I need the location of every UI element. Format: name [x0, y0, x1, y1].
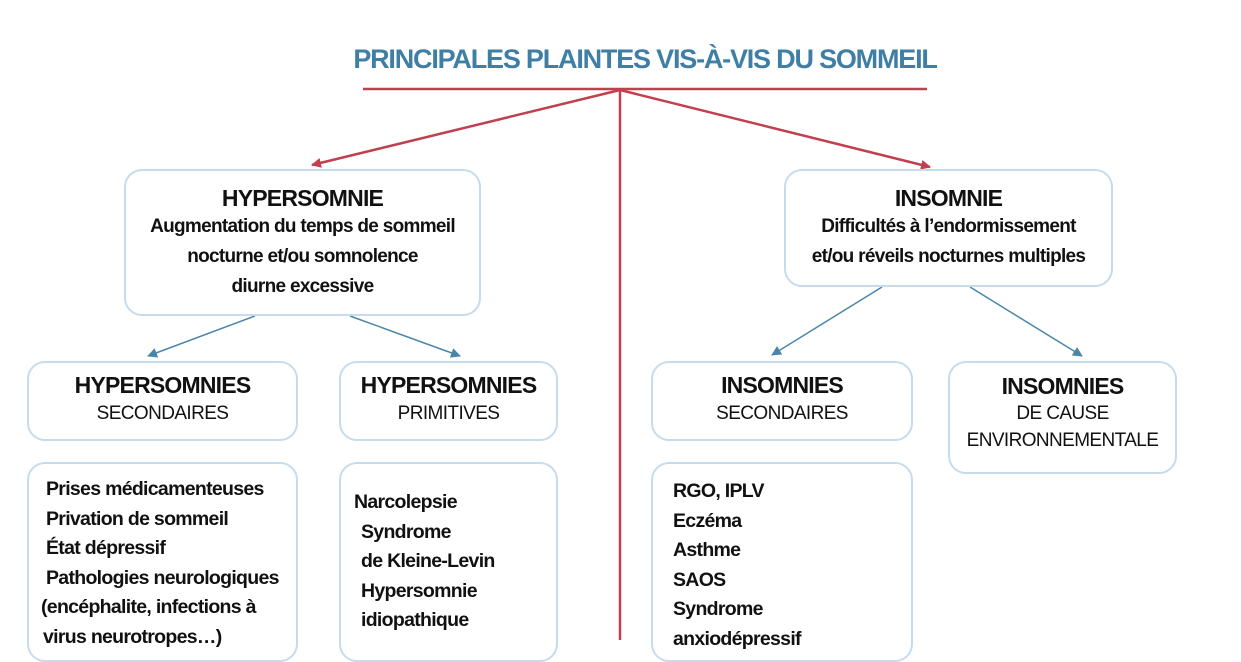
hypersomnies-primitives-list: Narcolepsie Syndrome de Kleine-Levin Hyp… — [339, 462, 558, 662]
insomnie-box: INSOMNIE Difficultés à l’endormissement … — [784, 169, 1113, 287]
subheading: PRIMITIVES — [397, 403, 500, 424]
subheading-2: ENVIRONNEMENTALE — [966, 430, 1159, 451]
list-item: État dépressif — [46, 537, 166, 559]
hypersomnie-desc-2: nocturne et/ou somnolence — [187, 246, 418, 267]
list-item: idiopathique — [361, 609, 469, 631]
hypersomnie-heading: HYPERSOMNIE — [221, 185, 384, 211]
list-item: Privation de sommeil — [46, 507, 229, 530]
hypersomnie-desc-3: diurne excessive — [231, 276, 375, 297]
heading: HYPERSOMNIES — [74, 372, 252, 398]
list-item: de Kleine-Levin — [361, 550, 495, 572]
list-item: (encéphalite, infections à — [41, 596, 256, 618]
list-item: Pathologies neurologiques — [46, 566, 279, 589]
subheading-1: DE CAUSE — [1016, 403, 1109, 424]
hypersomnie-desc-1: Augmentation du temps de sommeil — [150, 216, 456, 237]
heading: INSOMNIES — [1001, 373, 1125, 399]
arrow-to-hypersomnie — [311, 88, 621, 168]
hypersomnie-box: HYPERSOMNIE Augmentation du temps de som… — [124, 169, 481, 316]
diagram-title: PRINCIPALES PLAINTES VIS-À-VIS DU SOMMEI… — [353, 44, 938, 74]
insomnie-desc-2: et/ou réveils nocturnes multiples — [811, 246, 1086, 267]
list-item: Syndrome — [361, 520, 451, 543]
arrow-hyper-primitives — [349, 315, 461, 358]
arrow-insom-env — [969, 286, 1083, 357]
subheading: SECONDAIRES — [96, 403, 229, 424]
list-item: SAOS — [673, 568, 726, 591]
insomnies-secondaires-list: RGO, IPLV Eczéma Asthme SAOS Syndrome an… — [651, 462, 913, 662]
list-item: Eczéma — [673, 509, 742, 532]
list-item: virus neurotropes…) — [43, 625, 222, 648]
subheading: SECONDAIRES — [716, 403, 848, 424]
arrow-hyper-secondaires — [147, 315, 256, 358]
insomnie-desc-1: Difficultés à l’endormissement — [821, 216, 1076, 237]
arrow-insom-secondaires — [771, 286, 883, 356]
hypersomnies-secondaires-box: HYPERSOMNIES SECONDAIRES — [27, 361, 298, 441]
heading: HYPERSOMNIES — [360, 372, 538, 398]
list-item: anxiodépressif — [673, 627, 802, 650]
list-item: Syndrome — [673, 598, 763, 620]
connector-lines — [147, 87, 1083, 640]
list-item: Asthme — [673, 539, 741, 561]
insomnie-heading: INSOMNIE — [894, 185, 1003, 211]
list-item: Narcolepsie — [354, 491, 458, 513]
list-item: Prises médicamenteuses — [46, 478, 264, 500]
list-item: RGO, IPLV — [673, 480, 765, 502]
list-item: Hypersomnie — [361, 579, 478, 602]
hypersomnies-secondaires-list: Prises médicamenteuses Privation de somm… — [27, 462, 298, 662]
hypersomnies-primitives-box: HYPERSOMNIES PRIMITIVES — [339, 361, 558, 441]
heading: INSOMNIES — [721, 372, 844, 398]
insomnies-environnementale-box: INSOMNIES DE CAUSE ENVIRONNEMENTALE — [948, 361, 1177, 474]
insomnies-secondaires-box: INSOMNIES SECONDAIRES — [651, 361, 913, 441]
arrow-to-insomnie — [619, 88, 931, 170]
